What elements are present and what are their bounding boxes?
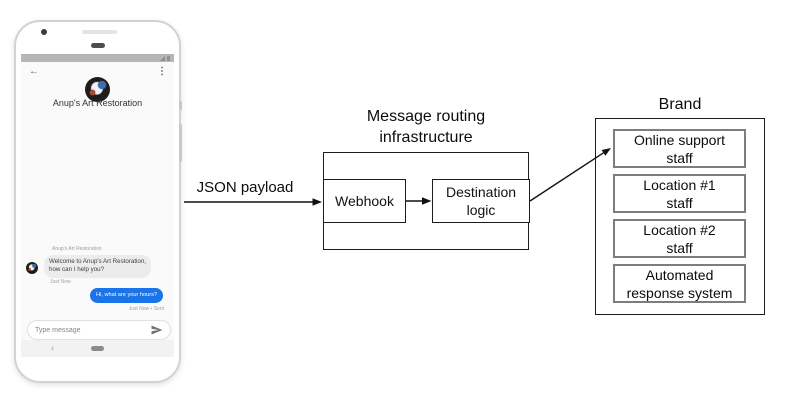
status-bar xyxy=(21,54,174,62)
send-icon[interactable] xyxy=(151,325,163,335)
brand-item-line: Location #2 xyxy=(643,221,716,238)
destination-line2: logic xyxy=(466,202,496,218)
webhook-box: Webhook xyxy=(323,179,406,223)
brand-item-line: Online support xyxy=(633,131,726,148)
phone-mockup: ← ⋮ Anup's Art Restoration Anup's Art Re… xyxy=(14,20,182,383)
outgoing-timestamp: Just Now • Sent xyxy=(128,306,164,312)
incoming-message-line2: how can I help you? xyxy=(49,266,105,274)
chat-title: Anup's Art Restoration xyxy=(52,98,143,108)
incoming-timestamp: Just Now xyxy=(50,279,71,285)
brand-item-line: staff xyxy=(666,194,693,211)
brand-title: Brand xyxy=(658,96,702,113)
brand-item-location1: Location #1 staff xyxy=(613,174,746,213)
incoming-message-line1: Welcome to Anup's Art Restoration, xyxy=(49,258,147,265)
brand-item-online-support: Online support staff xyxy=(613,129,746,168)
back-arrow-icon[interactable]: ← xyxy=(29,66,39,77)
brand-box: Online support staff Location #1 staff L… xyxy=(595,118,765,315)
destination-to-brand-arrow xyxy=(529,152,604,202)
signal-icon xyxy=(160,55,165,61)
earpiece-speaker xyxy=(91,43,105,48)
json-payload-arrowhead xyxy=(312,198,322,206)
business-avatar xyxy=(85,77,110,102)
destination-line1: Destination xyxy=(445,184,517,200)
speaker-grille xyxy=(82,30,117,34)
message-input[interactable] xyxy=(35,326,151,334)
message-avatar xyxy=(26,262,38,274)
front-camera-icon xyxy=(41,29,47,35)
home-pill-icon[interactable] xyxy=(91,346,104,351)
routing-title: Message routing infrastructure xyxy=(323,107,529,148)
json-payload-label: JSON payload xyxy=(196,179,294,196)
brand-item-line: staff xyxy=(666,149,693,166)
routing-title-line1: Message routing xyxy=(366,108,486,125)
destination-logic-box: Destination logic xyxy=(432,179,530,223)
outgoing-message-bubble: Hi, what are your hours? xyxy=(90,288,163,303)
brand-item-automated-response: Automated response system xyxy=(613,264,746,303)
message-composer[interactable] xyxy=(27,320,171,340)
nav-back-icon[interactable]: ‹ xyxy=(51,343,54,353)
incoming-message-bubble: Welcome to Anup's Art Restoration, how c… xyxy=(44,255,152,278)
brand-item-line: Automated xyxy=(645,266,714,283)
brand-item-location2: Location #2 staff xyxy=(613,219,746,258)
brand-item-line: staff xyxy=(666,239,693,256)
overflow-menu-icon[interactable]: ⋮ xyxy=(157,66,167,77)
brand-item-line: response system xyxy=(626,284,733,301)
brand-item-line: Location #1 xyxy=(643,176,716,193)
android-nav-bar: ‹ xyxy=(21,340,174,357)
routing-title-line2: infrastructure xyxy=(379,128,473,146)
battery-icon xyxy=(167,55,170,61)
power-button xyxy=(179,101,182,110)
volume-button xyxy=(179,124,182,162)
sender-label: Anup's Art Restoration xyxy=(52,246,102,252)
phone-screen: ← ⋮ Anup's Art Restoration Anup's Art Re… xyxy=(21,54,174,357)
